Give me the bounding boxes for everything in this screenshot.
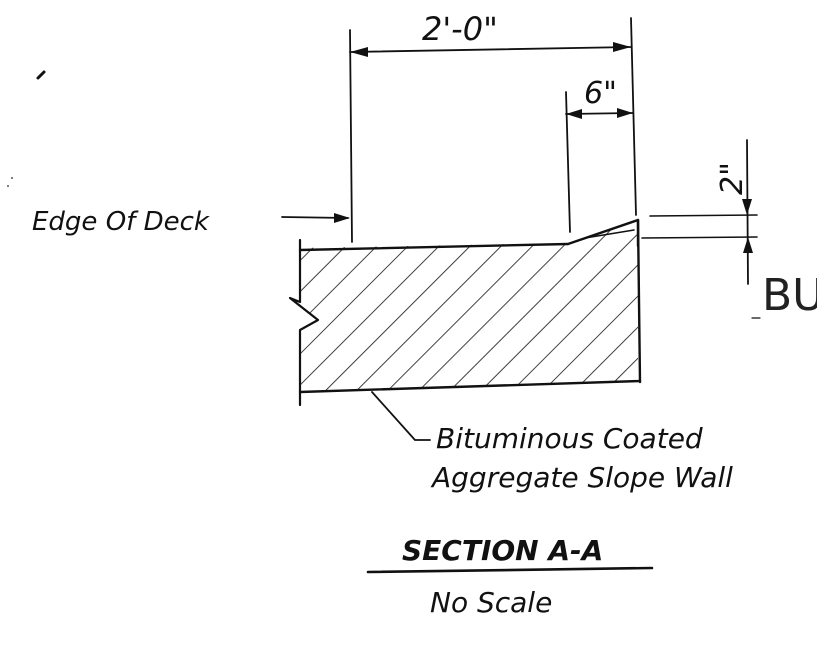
material-label-line2: Aggregate Slope Wall (430, 461, 733, 494)
extension-line-top (649, 214, 758, 217)
arrowhead-lip-left (566, 109, 582, 119)
extension-line-lip (565, 91, 571, 233)
break-line (288, 238, 320, 407)
lip-height-label: 2" (715, 162, 750, 195)
overall-width-label: 2'-0" (422, 10, 498, 48)
stray-mark (36, 70, 46, 80)
slab-right-face (636, 218, 642, 384)
slab-bottom-line (298, 379, 642, 394)
edge-of-deck-label: Edge Of Deck (32, 207, 210, 237)
arrowhead-lip-right (617, 108, 633, 118)
section-title: SECTION A-A (402, 534, 603, 567)
slab-top-line (298, 242, 570, 252)
slab-section (288, 218, 642, 407)
material-leader (371, 391, 431, 441)
handwritten-note: BU (762, 270, 817, 321)
arrowhead-height-bottom (743, 237, 753, 253)
extension-line-left (349, 29, 353, 243)
section-title-underline (366, 566, 654, 574)
material-callout: Bituminous Coated Aggregate Slope Wall (371, 391, 733, 494)
arrowhead-height-top (742, 199, 752, 215)
dimension-lip-height: 2" (641, 139, 758, 285)
dimension-line-overall (349, 46, 632, 53)
dimension-overall: 2'-0" (349, 10, 637, 243)
stray-dot (11, 177, 13, 179)
curb-lip-inner (584, 229, 635, 239)
edge-of-deck-callout: Edge Of Deck (32, 207, 350, 237)
stray-dot (7, 185, 9, 187)
material-label-line1: Bituminous Coated (436, 422, 703, 455)
arrowhead-left (350, 47, 368, 57)
extension-line-right (630, 17, 637, 216)
lip-width-label: 6" (584, 76, 617, 111)
section-title-block: SECTION A-A No Scale (366, 534, 654, 619)
arrowhead-right (613, 42, 631, 52)
edge-of-deck-arrowhead (334, 213, 350, 223)
extension-line-bottom (641, 236, 758, 239)
dimension-lip-width: 6" (565, 76, 634, 233)
scale-note: No Scale (430, 586, 552, 619)
